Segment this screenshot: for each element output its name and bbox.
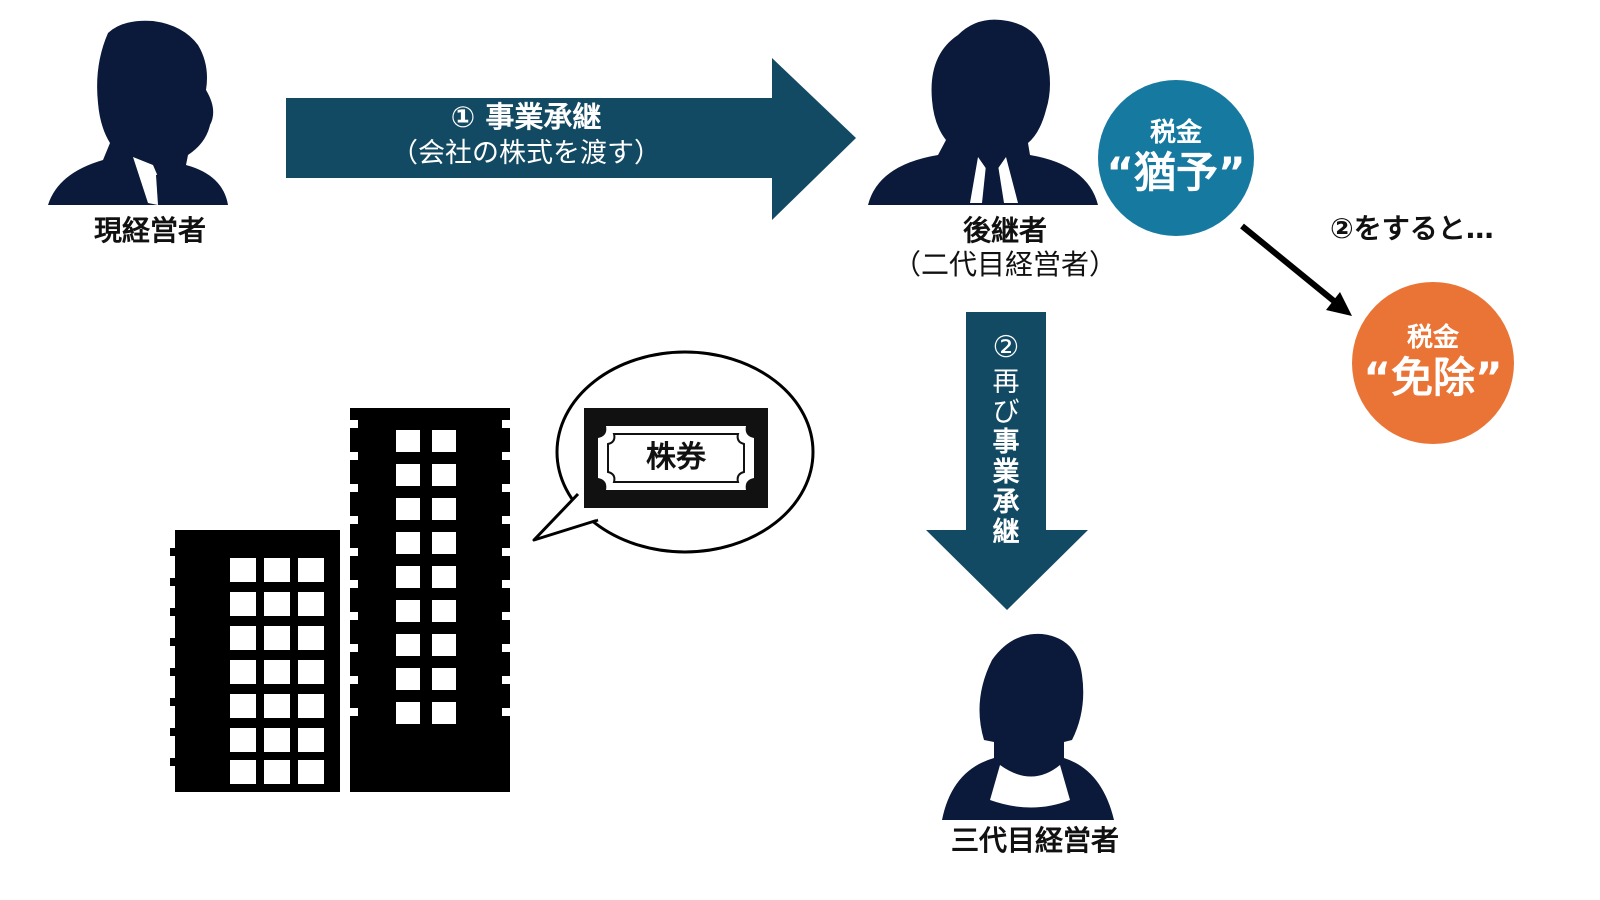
tax-deferral-top: 税金 xyxy=(1149,118,1202,148)
condition-text: ②をすると… xyxy=(1330,212,1494,245)
tax-exemption-circle: 税金 “免除” xyxy=(1352,282,1514,444)
second-char-3: 事 xyxy=(992,427,1020,458)
office-buildings-icon xyxy=(170,408,510,792)
second-char-4: 業 xyxy=(992,457,1020,488)
second-char-5: 承 xyxy=(992,487,1020,518)
tax-exemption-top: 税金 xyxy=(1406,323,1459,353)
current-owner-silhouette xyxy=(48,20,228,205)
third-owner-silhouette xyxy=(942,633,1114,820)
successor-title: 後継者 xyxy=(962,214,1047,247)
current-owner-label: 現経営者 xyxy=(93,214,206,247)
stock-certificate-label: 株券 xyxy=(646,440,706,475)
succession-arrow-right xyxy=(286,58,856,220)
first-succession-title: ① 事業承継 xyxy=(450,100,602,134)
stock-certificate-icon xyxy=(584,408,768,508)
second-char-1: 再 xyxy=(992,367,1020,398)
successor-subtitle: （二代目経営者） xyxy=(892,248,1117,281)
deferral-to-exemption-arrow xyxy=(1240,223,1352,316)
succession-arrow-down xyxy=(926,312,1088,610)
successor-silhouette xyxy=(868,19,1098,205)
successor-label: 後継者 （二代目経営者） xyxy=(880,214,1130,282)
third-owner-label: 三代目経営者 xyxy=(950,824,1119,857)
second-circled-number: ② xyxy=(992,330,1020,365)
second-char-6: 継 xyxy=(992,517,1020,548)
tax-deferral-main: “猶予” xyxy=(1106,148,1246,197)
second-succession-text: ② 再 び 事 業 承 継 xyxy=(976,328,1036,548)
first-succession-text: ① 事業承継 （会社の株式を渡す） xyxy=(286,98,766,172)
first-succession-subtitle: （会社の株式を渡す） xyxy=(391,138,661,169)
tax-deferral-circle: 税金 “猶予” xyxy=(1098,80,1254,236)
tax-exemption-main: “免除” xyxy=(1363,353,1503,402)
second-char-2: び xyxy=(992,397,1020,428)
